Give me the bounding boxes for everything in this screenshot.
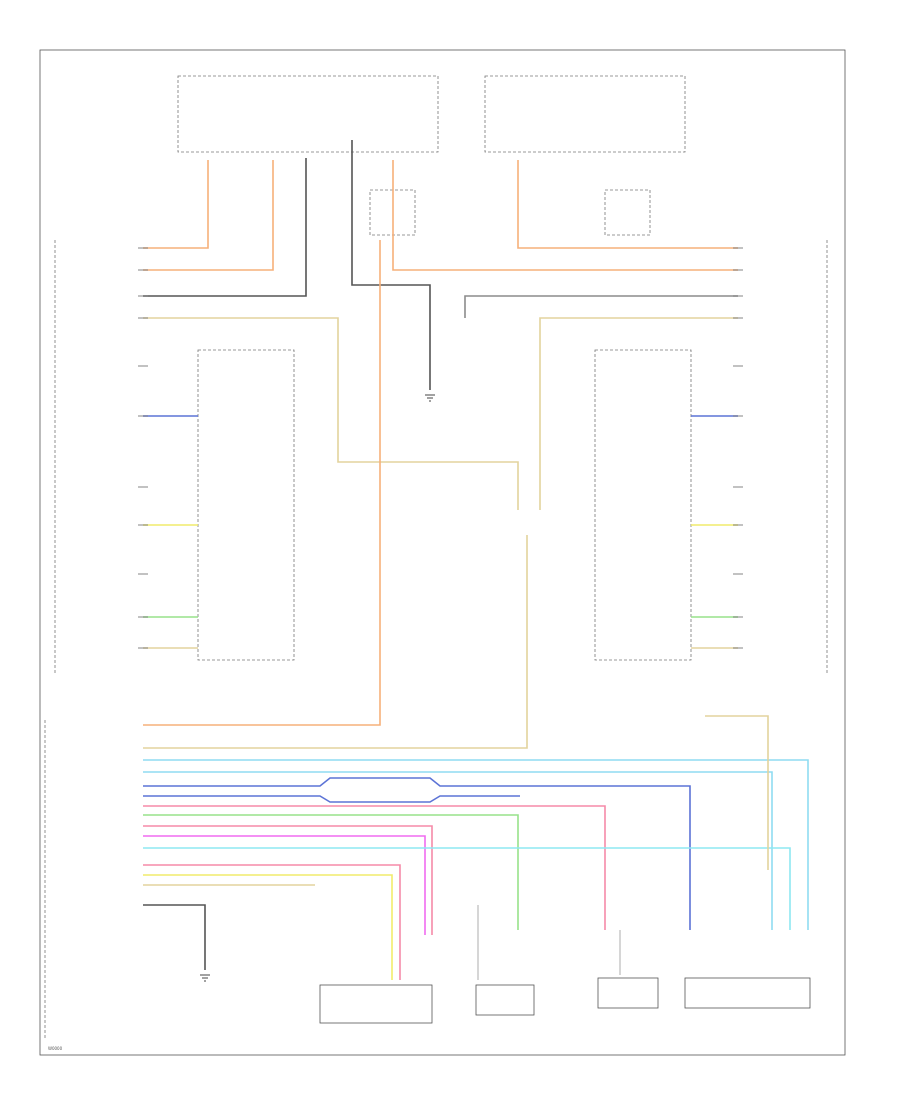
diagram-code: W0000: [48, 1046, 63, 1051]
wire-sig-1: [143, 759, 809, 930]
wire-ground-right: [464, 295, 738, 318]
wire-pwr-2: [143, 874, 393, 980]
wire-sensor: [705, 715, 769, 870]
wire-ground-center: [351, 140, 431, 390]
wire-sig-7: [143, 825, 433, 935]
wire-sig-6: [143, 814, 519, 930]
wire-sig-8: [143, 835, 426, 935]
diagram-frame: [39, 49, 846, 1056]
ground-symbol-center: [425, 394, 435, 402]
wire-seat-ground: [143, 904, 206, 970]
ground-symbol-seat: [200, 974, 210, 982]
wires: [143, 140, 809, 980]
relay-block: [484, 75, 686, 153]
wire-batt-2: [143, 160, 274, 271]
underhood-fuse-block: [177, 75, 439, 153]
wire-serial-right: [539, 317, 738, 510]
driver-cushion-element: [475, 984, 535, 1016]
driver-seat-switch: [197, 349, 295, 661]
wire-ignition: [392, 160, 738, 271]
wire-sig-9: [143, 847, 791, 930]
wire-pwr-1: [143, 864, 401, 980]
connector-marks: [138, 247, 743, 982]
wire-ground-left: [143, 158, 307, 297]
wire-sig-4: [143, 795, 520, 803]
wire-batt-right: [517, 160, 738, 249]
wire-seat-batt: [143, 240, 381, 726]
wire-sig-2: [143, 771, 773, 930]
passenger-seat-element: [684, 977, 811, 1009]
wire-sig-5: [143, 805, 606, 930]
right-ip-fuse: [604, 189, 651, 236]
passenger-cushion-element: [597, 977, 659, 1009]
wire-serial-lower: [143, 535, 528, 749]
wire-sig-3: [143, 777, 691, 930]
passenger-seat-switch: [594, 349, 692, 661]
driver-seat-element: [319, 984, 433, 1024]
wire-batt-1: [143, 160, 209, 249]
wire-serial-left: [143, 317, 519, 510]
